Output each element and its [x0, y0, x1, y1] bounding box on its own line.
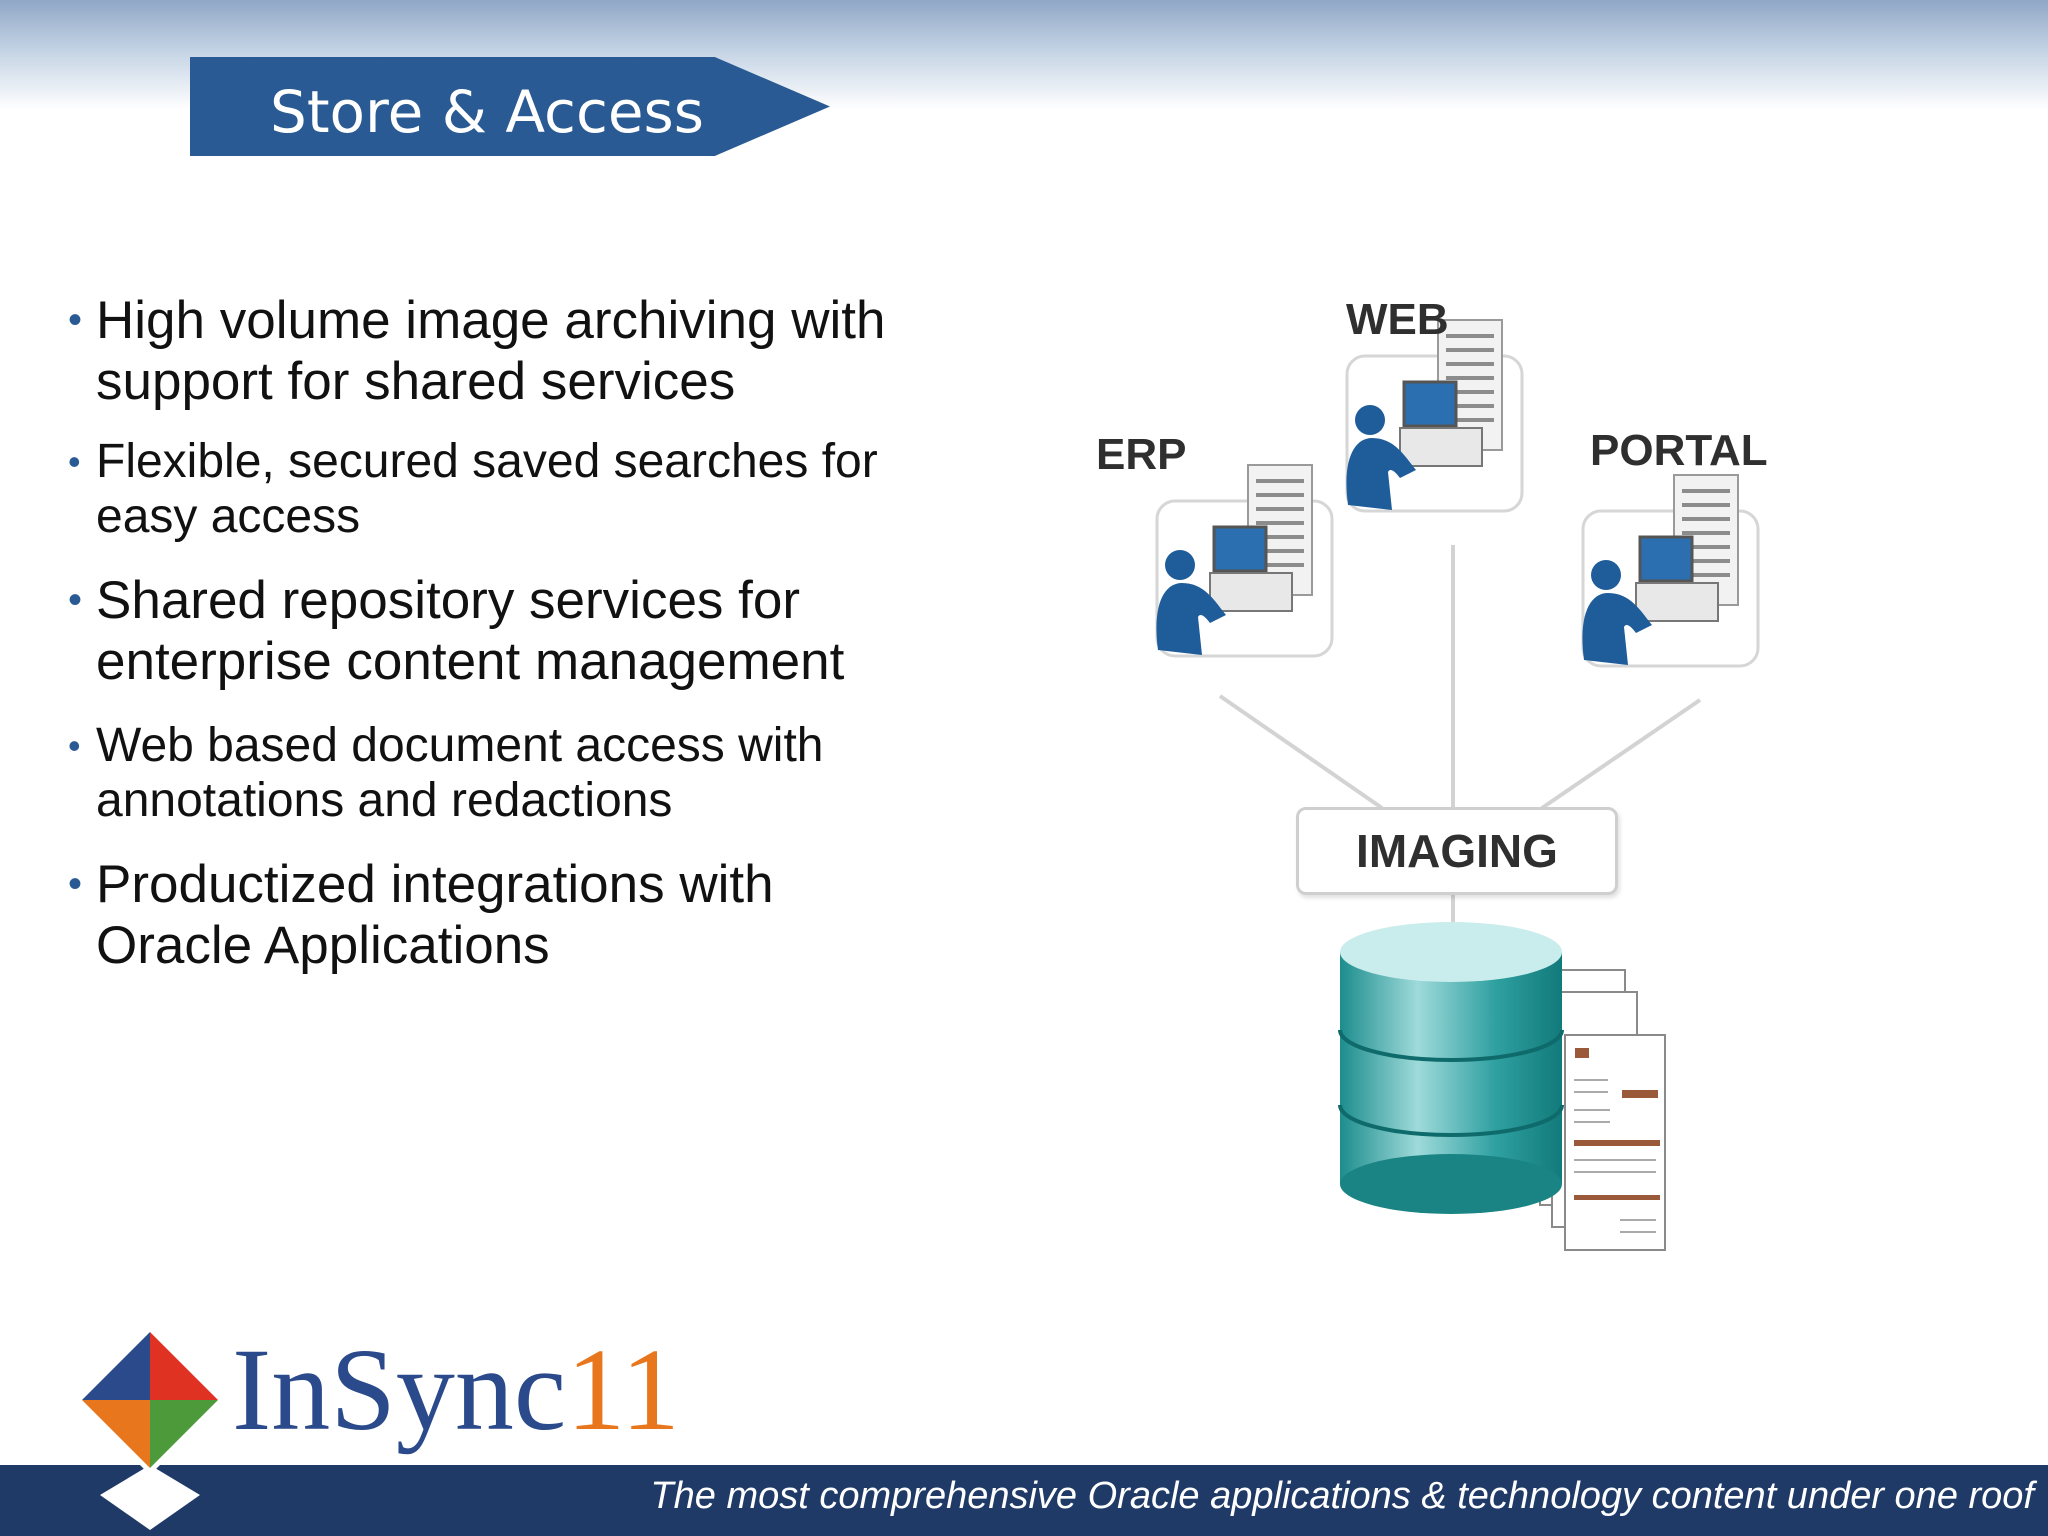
bullet-item: • Flexible, secured saved searches for e…: [68, 434, 1028, 544]
bullet-item: • High volume image archiving with suppo…: [68, 290, 1028, 412]
bullet-list: • High volume image archiving with suppo…: [68, 290, 1028, 976]
bullet-dot: •: [68, 862, 83, 906]
bullet-text-line: Shared repository services for: [96, 571, 801, 630]
footer-bar: [0, 1465, 2048, 1536]
bullet-item: • Shared repository services for enterpr…: [68, 570, 1028, 692]
bullet-text-line: High volume image archiving with: [96, 291, 886, 350]
footer-tagline: The most comprehensive Oracle applicatio…: [650, 1475, 2034, 1517]
bullet-text-line: Oracle Applications: [96, 916, 550, 975]
bullet-dot: •: [68, 725, 81, 766]
bullet-dot: •: [68, 441, 81, 482]
diagram-graphics: [1155, 319, 1760, 1251]
bullet-item: • Web based document access with annotat…: [68, 718, 1028, 828]
logo-number-text: 11: [566, 1324, 680, 1455]
title-banner: [190, 57, 830, 156]
logo-brand-text: InSync: [232, 1324, 567, 1455]
node-label-web: WEB: [1346, 295, 1449, 344]
database-icon: [1338, 922, 1564, 1214]
user-at-computer-icon: [1155, 464, 1334, 658]
node-label-imaging: IMAGING: [1356, 825, 1558, 877]
imaging-hub-box: IMAGING: [1296, 807, 1618, 895]
user-at-computer-icon: [1345, 319, 1524, 513]
bullet-text-line: Productized integrations with: [96, 855, 774, 914]
imaging-architecture-diagram: WEB ERP PORTAL IMAGING: [1060, 280, 1820, 1260]
node-label-erp: ERP: [1096, 430, 1187, 479]
slide-title: Store & Access: [270, 78, 704, 146]
bullet-text-line: annotations and redactions: [96, 774, 673, 827]
bullet-item: • Productized integrations with Oracle A…: [68, 854, 1028, 976]
bullet-text-line: Web based document access with: [96, 719, 824, 772]
bullet-dot: •: [68, 298, 83, 342]
bullet-text-line: enterprise content management: [96, 632, 845, 691]
insync-logo-mark: [75, 1325, 225, 1530]
insync-logo-wordmark: InSync11: [232, 1325, 680, 1455]
bullet-text-line: support for shared services: [96, 352, 736, 411]
user-at-computer-icon: [1581, 474, 1760, 668]
bullet-text-line: easy access: [96, 490, 361, 543]
bullet-text-line: Flexible, secured saved searches for: [96, 435, 878, 488]
node-label-portal: PORTAL: [1590, 426, 1768, 475]
bullet-dot: •: [68, 578, 83, 622]
